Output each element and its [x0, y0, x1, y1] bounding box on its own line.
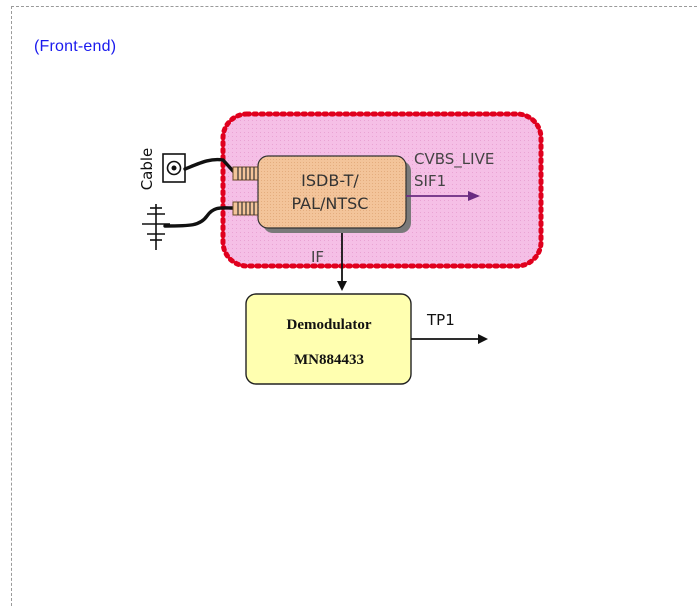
- cable-input-connector: [232, 166, 260, 181]
- cable-label: Cable: [138, 148, 156, 191]
- demodulator-label-line2: MN884433: [294, 352, 364, 368]
- tuner-label-line2: PAL/NTSC: [292, 194, 369, 213]
- tuner-output-sif-label: SIF1: [414, 172, 446, 190]
- tuner-block: [257, 155, 407, 229]
- section-title: (Front-end): [34, 38, 117, 55]
- demodulator-output-label: TP1: [426, 311, 455, 329]
- antenna-wire: [163, 206, 235, 228]
- demodulator-label-line1: Demodulator: [287, 317, 372, 333]
- tuner-label-line1: ISDB-T/: [301, 171, 359, 190]
- diagram-frame: [11, 6, 697, 606]
- if-label: IF: [311, 248, 324, 266]
- cable-socket-icon: [162, 153, 186, 183]
- antenna-icon: [142, 204, 170, 250]
- demodulator-block: [245, 293, 412, 385]
- antenna-input-connector: [232, 201, 260, 216]
- tuner-output-cvbs-label: CVBS_LIVE: [414, 150, 494, 169]
- cable-wire: [183, 157, 235, 173]
- front-end-diagram: Cable ISDB-T/ PAL/NTSC CVBS_LIVE SIF1: [138, 111, 544, 385]
